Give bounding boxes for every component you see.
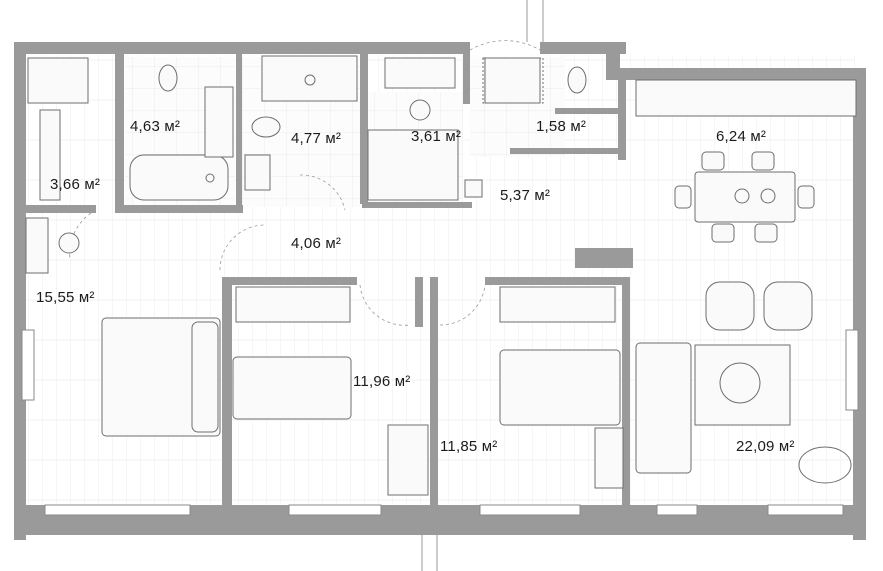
bedroom-3-area: 11,85 м² <box>440 438 498 455</box>
corridor-area: 4,06 м² <box>291 235 342 252</box>
hall-items <box>464 57 544 198</box>
bathroom-fixtures <box>129 55 587 201</box>
living-room-area: 22,09 м² <box>736 438 795 455</box>
bedroom-2-area: 11,96 м² <box>353 373 411 390</box>
living-furniture <box>635 281 852 484</box>
bedroom-furniture <box>25 217 624 496</box>
wardrobe-shelves <box>27 57 89 201</box>
wc-area: 1,58 м² <box>536 118 587 135</box>
doors <box>69 0 544 571</box>
bathroom-1-area: 4,63 м² <box>130 118 181 135</box>
hall-area: 5,37 м² <box>500 187 551 204</box>
wardrobe-area: 3,66 м² <box>50 176 101 193</box>
kitchen-units <box>635 79 857 243</box>
kitchen-area: 6,24 м² <box>716 128 767 145</box>
walls <box>14 42 866 540</box>
master-bedroom-area: 15,55 м² <box>36 289 95 306</box>
shower-area: 3,61 м² <box>411 128 462 145</box>
bathroom-2-area: 4,77 м² <box>291 130 342 147</box>
